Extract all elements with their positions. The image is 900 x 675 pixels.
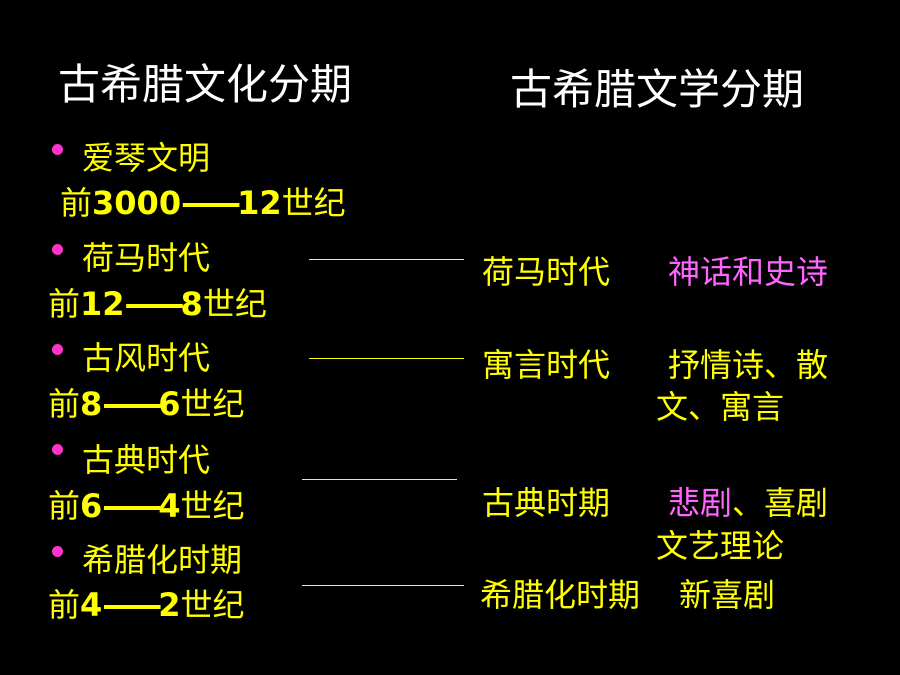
range-end: 8 [180, 285, 203, 323]
range-suffix: 世纪 [180, 586, 245, 624]
bullet-icon [52, 344, 63, 355]
literature-genre: 抒情诗、散 [668, 346, 829, 384]
period-range: 前8——6世纪 [48, 384, 245, 424]
period-range: 前6——4世纪 [48, 486, 245, 526]
range-dash: —— [102, 586, 162, 624]
range-prefix: 前 [60, 184, 93, 222]
range-start: 12 [80, 285, 125, 323]
genre-part: 史诗 [764, 253, 829, 291]
range-prefix: 前 [48, 487, 81, 525]
range-suffix: 世纪 [180, 487, 245, 525]
bullet-icon [52, 244, 63, 255]
range-start: 4 [80, 586, 103, 624]
range-prefix: 前 [48, 586, 81, 624]
genre-part: 神话和 [668, 253, 765, 291]
period-name: 古风时代 [82, 339, 211, 377]
connector-line [309, 358, 464, 359]
period-name: 古典时代 [82, 441, 211, 479]
range-dash: —— [102, 487, 162, 525]
range-end: 12 [237, 184, 282, 222]
range-suffix: 世纪 [281, 184, 346, 222]
left-heading: 古希腊文化分期 [58, 60, 353, 109]
literature-genre: 神话和史诗 [668, 252, 828, 292]
bullet-icon [52, 144, 63, 155]
range-suffix: 世纪 [202, 285, 267, 323]
range-dash: —— [102, 385, 162, 423]
literature-period: 荷马时代 [482, 253, 611, 291]
range-prefix: 前 [48, 385, 81, 423]
period-name: 爱琴文明 [82, 139, 211, 177]
genre-part: 、喜剧 [732, 484, 829, 522]
connector-line [302, 479, 457, 480]
literature-period: 古典时期 [482, 484, 611, 522]
connector-line [309, 259, 464, 260]
literature-genre-continued: 文艺理论 [656, 527, 785, 565]
range-dash: —— [181, 184, 241, 222]
connector-line [302, 585, 464, 586]
period-name: 希腊化时期 [82, 541, 243, 579]
range-end: 2 [158, 586, 181, 624]
range-dash: —— [124, 285, 185, 323]
range-prefix: 前 [48, 285, 81, 323]
genre-part: 悲剧 [668, 484, 733, 522]
literature-period: 希腊化时期 [480, 576, 641, 614]
range-start: 6 [80, 487, 103, 525]
right-heading: 古希腊文学分期 [510, 65, 805, 114]
literature-genre-continued: 文、寓言 [656, 388, 785, 426]
range-suffix: 世纪 [180, 385, 245, 423]
range-end: 4 [158, 487, 181, 525]
literature-genre: 新喜剧 [679, 576, 776, 614]
range-end: 6 [158, 385, 181, 423]
range-start: 3000 [92, 184, 182, 222]
literature-period: 寓言时代 [482, 346, 611, 384]
bullet-icon [52, 444, 63, 455]
period-name: 荷马时代 [82, 239, 211, 277]
period-range: 前4——2世纪 [48, 585, 245, 625]
period-range: 前12——8世纪 [48, 284, 267, 324]
period-range: 前3000——12世纪 [60, 183, 346, 223]
range-start: 8 [80, 385, 103, 423]
bullet-icon [52, 546, 63, 557]
literature-genre: 悲剧、喜剧 [668, 483, 828, 523]
